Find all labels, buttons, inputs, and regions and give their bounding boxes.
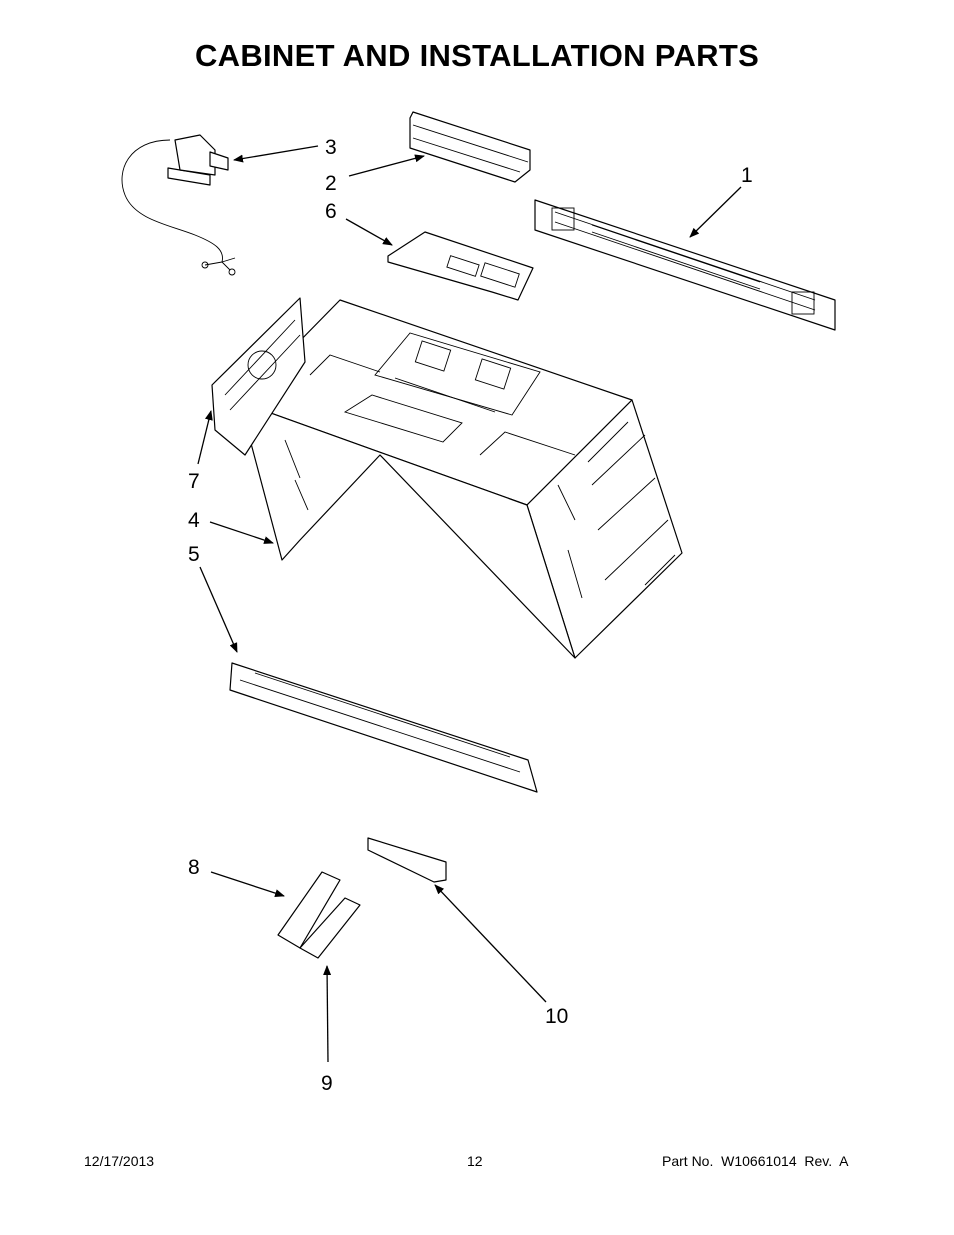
top-vent-part [409, 111, 531, 183]
footer-part-number: Part No. W10661014 Rev. A [662, 1153, 849, 1169]
callout-6: 6 [325, 200, 337, 223]
callout-7: 7 [188, 470, 200, 493]
callout-5: 5 [188, 543, 200, 566]
footer-date: 12/17/2013 [84, 1153, 155, 1169]
power-cord-part [121, 134, 236, 276]
callout-1: 1 [741, 164, 753, 187]
callout-9: 9 [321, 1072, 333, 1095]
callout-8: 8 [188, 856, 200, 879]
bottom-vent-part [229, 662, 538, 793]
callouts: 1 2 3 4 5 6 7 8 9 10 [188, 136, 753, 1095]
cabinet-part [239, 299, 683, 659]
mounting-plate-part [534, 199, 836, 331]
bracket-plate-part [387, 231, 534, 301]
callout-10: 10 [545, 1005, 568, 1028]
callout-4: 4 [188, 509, 200, 532]
hinge-bracket-part [277, 837, 447, 959]
side-panel-part [211, 297, 306, 456]
callout-2: 2 [325, 172, 337, 195]
footer-page-number: 12 [467, 1153, 483, 1169]
page-title: CABINET AND INSTALLATION PARTS [194, 38, 760, 73]
callout-3: 3 [325, 136, 337, 159]
